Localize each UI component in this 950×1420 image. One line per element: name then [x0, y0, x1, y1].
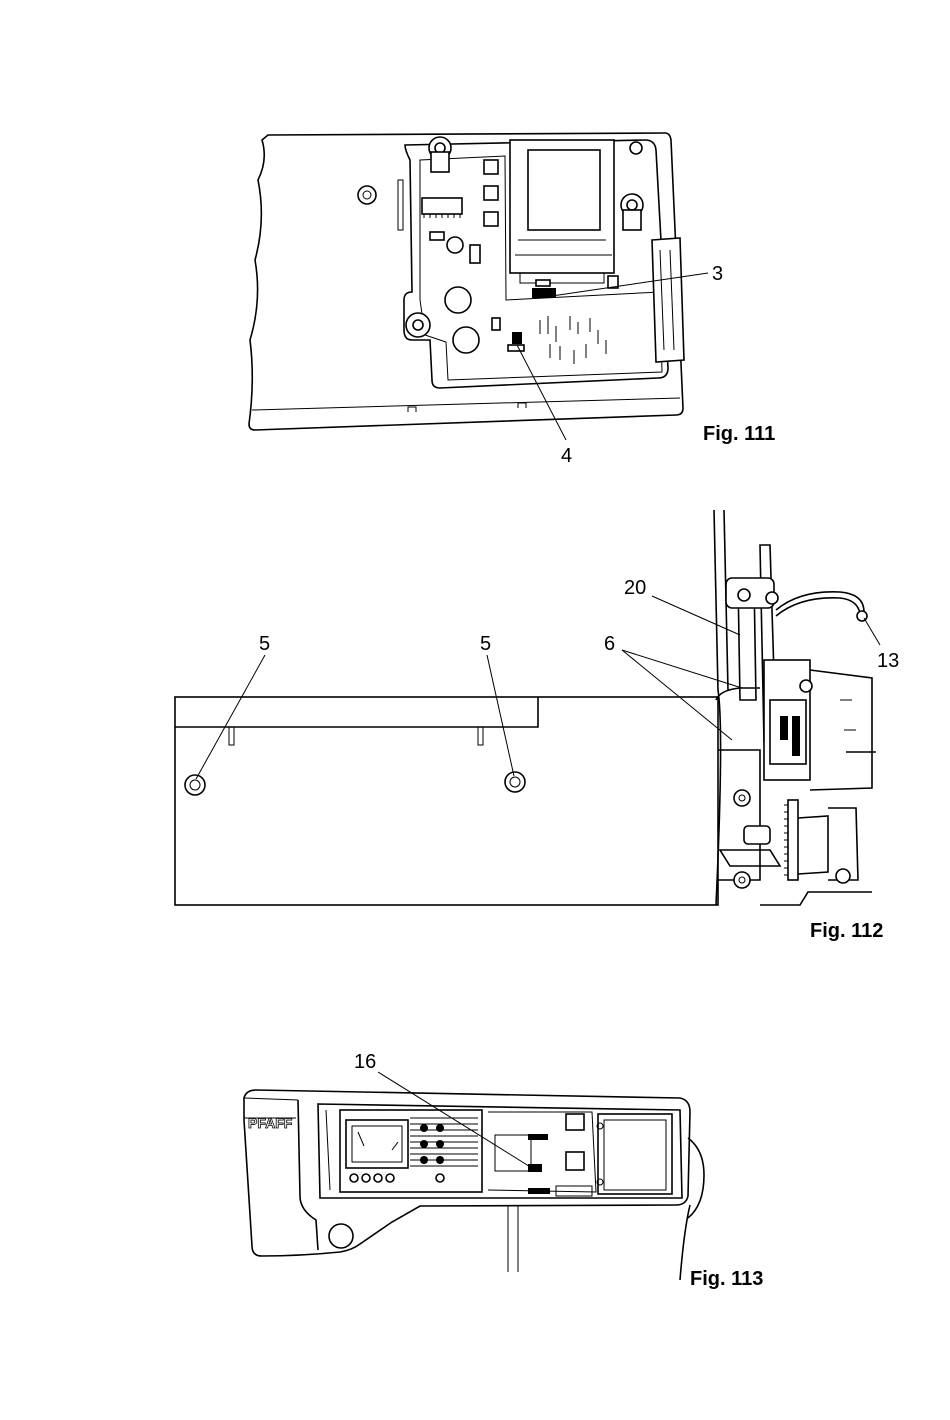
fig-112-callout-5-right: 5: [480, 633, 491, 655]
fig-112-callout-5-left: 5: [259, 633, 270, 655]
fig-112-callout-20: 20: [624, 577, 646, 599]
fig-111-callout-4: 4: [561, 445, 572, 467]
fig-111-caption: Fig. 111: [703, 423, 775, 445]
fig-111-callout-3: 3: [712, 263, 723, 285]
fig-111-drawing: [249, 133, 708, 440]
fig-112-callout-6: 6: [604, 633, 615, 655]
fig-113-drawing: [244, 1072, 704, 1280]
fig-112-callout-13: 13: [877, 650, 899, 672]
fig-112-drawing: [175, 510, 880, 905]
fig-113-callout-16: 16: [354, 1051, 376, 1073]
fig-113-caption: Fig. 113: [690, 1268, 763, 1290]
pfaff-brand-logo: PFAFF: [248, 1115, 293, 1131]
fig-112-caption: Fig. 112: [810, 920, 883, 942]
